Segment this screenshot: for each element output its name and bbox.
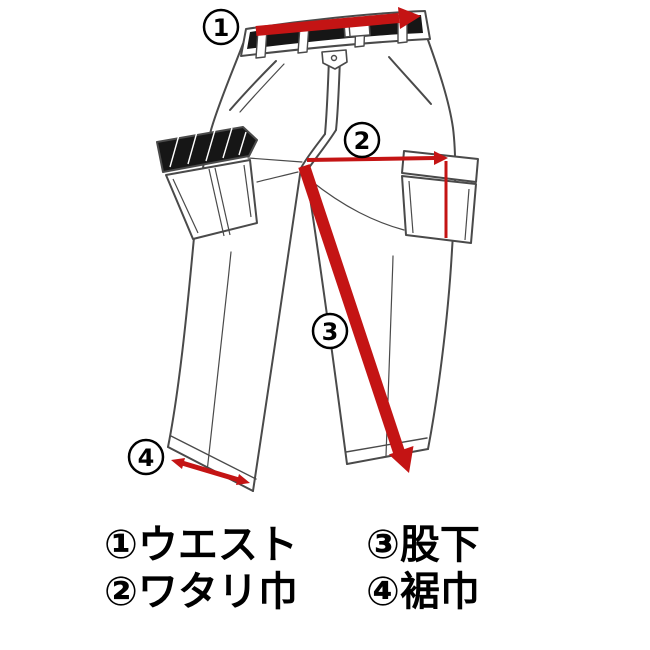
- legend-label-waist: ウエスト: [137, 523, 298, 567]
- right-front-pocket: [388, 56, 432, 105]
- legend-circled-number-1: ①: [104, 522, 138, 568]
- right-pocket-crease: [464, 188, 470, 241]
- left-pocket-body: [165, 159, 258, 240]
- thigh-guide-line: [247, 157, 303, 163]
- left-knee-crease: [206, 251, 232, 473]
- hem-width-arrow: [171, 458, 250, 485]
- left-pocket-flap-hatching: [169, 127, 247, 168]
- legend-circled-number-3: ③: [366, 522, 400, 568]
- right-outseam: [427, 39, 457, 450]
- legend-circled-number-2: ②: [104, 569, 138, 615]
- hem-arrowhead-left: [171, 458, 185, 469]
- marker-1-waist: 1: [202, 8, 240, 46]
- marker-1-digit: 1: [213, 14, 230, 42]
- marker-2-digit: 2: [354, 127, 371, 155]
- waistband-button: [330, 54, 338, 62]
- legend-item-hem-width: ④裾巾: [366, 569, 480, 616]
- left-thigh-seam: [256, 171, 299, 183]
- left-pocket-crease: [243, 164, 252, 218]
- hem-arrowhead-right: [236, 474, 250, 485]
- legend: ①ウエスト ③股下 ②ワタリ巾 ④裾巾: [104, 522, 480, 616]
- legend-item-thigh-width: ②ワタリ巾: [104, 569, 366, 616]
- legend-item-waist: ①ウエスト: [104, 522, 366, 569]
- right-pocket-crease: [408, 180, 414, 234]
- thigh-width-arrow: [306, 151, 448, 238]
- marker-4-hem-width: 4: [127, 438, 165, 476]
- legend-circled-number-4: ④: [366, 569, 400, 615]
- diagram-markers: 1 2 3 4: [127, 8, 381, 476]
- legend-label-thigh-width: ワタリ巾: [137, 570, 298, 614]
- pants-outline: [167, 35, 457, 492]
- right-thigh-seam: [309, 179, 405, 231]
- waist-arrow: [255, 7, 421, 36]
- legend-label-hem-width: 裾巾: [399, 570, 480, 614]
- marker-4-digit: 4: [138, 444, 155, 472]
- marker-3-inseam: 3: [311, 312, 349, 350]
- marker-3-digit: 3: [322, 318, 339, 346]
- left-pocket-pleat: [208, 168, 225, 237]
- waist-arrowhead: [398, 7, 421, 29]
- inseam-arrowhead: [388, 446, 414, 473]
- crotch-seam-right: [305, 129, 337, 173]
- right-knee-crease: [385, 255, 394, 457]
- left-inseam: [252, 167, 302, 492]
- measurement-arrows: [171, 7, 448, 485]
- marker-2-thigh-width: 2: [343, 121, 381, 159]
- fly-left-line: [324, 57, 330, 135]
- waistband-closure-tab: [321, 49, 348, 70]
- right-hem-edge: [346, 448, 429, 465]
- left-cuff-line: [170, 435, 257, 480]
- right-cargo-pocket: [401, 150, 479, 244]
- left-pocket-flap-open: [156, 126, 258, 173]
- legend-item-inseam: ③股下: [366, 522, 480, 569]
- crotch-seam-left: [300, 133, 326, 169]
- legend-label-inseam: 股下: [399, 523, 480, 567]
- inseam-arrow: [298, 164, 414, 473]
- left-pocket-pleat: [214, 167, 231, 236]
- left-cargo-pocket: [156, 126, 258, 240]
- left-outseam: [167, 35, 247, 448]
- left-pocket-crease: [172, 178, 199, 234]
- left-front-pocket-inner: [239, 63, 285, 113]
- thigh-arrowhead: [434, 151, 448, 165]
- right-pocket-body: [401, 175, 477, 244]
- left-front-pocket: [229, 60, 277, 111]
